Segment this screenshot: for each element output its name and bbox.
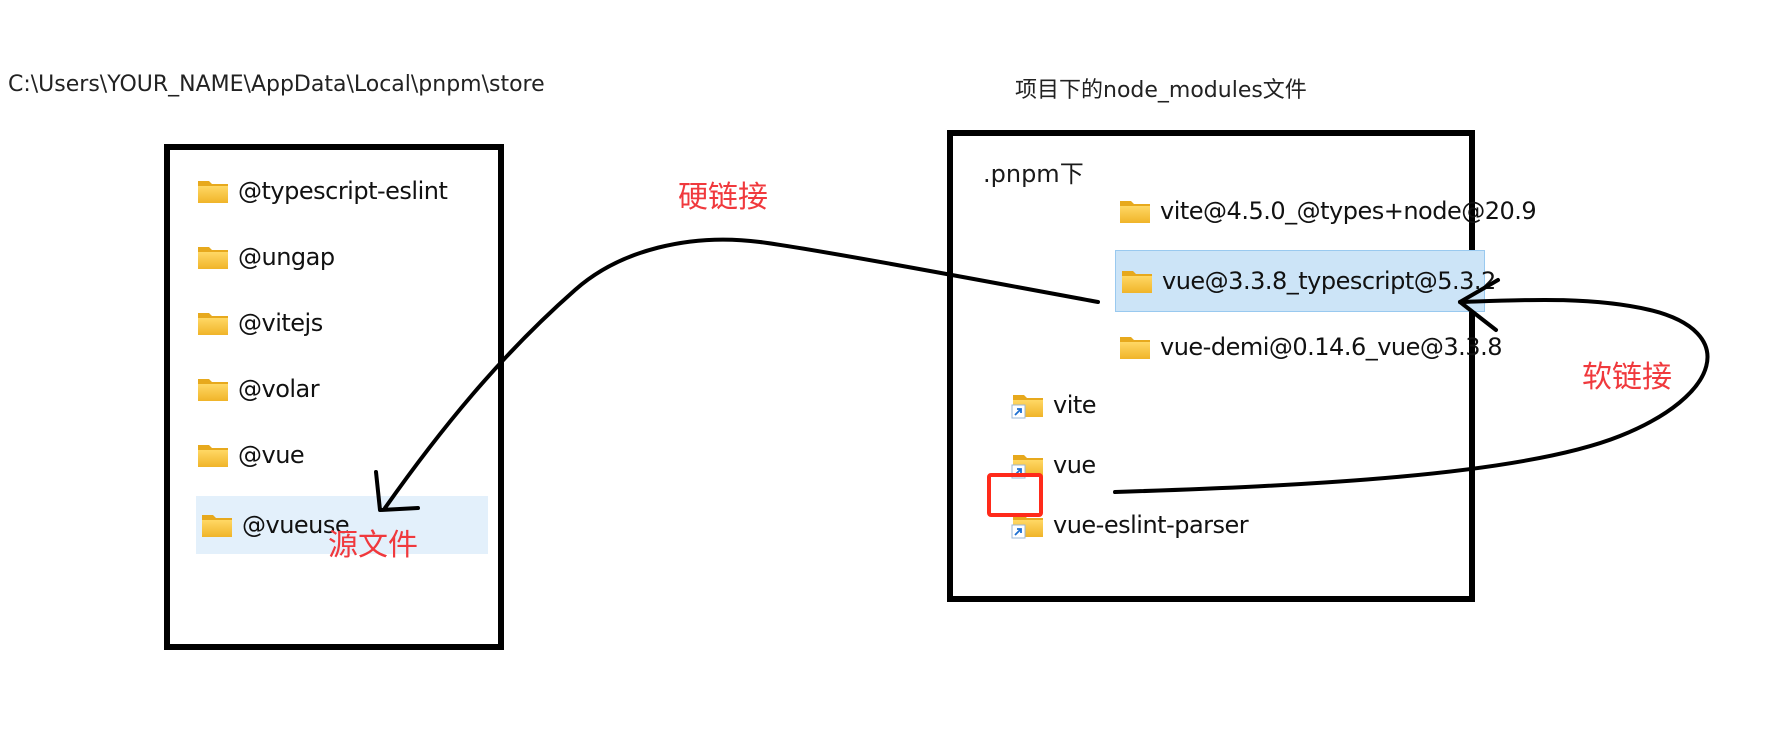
- soft-link-arrowhead: [1458, 278, 1500, 332]
- link-item-label: vue-eslint-parser: [1053, 511, 1249, 539]
- link-item-label: vue: [1053, 451, 1096, 479]
- source-file-label: 源文件: [328, 528, 418, 563]
- store-item-ungap[interactable]: @ungap: [196, 242, 335, 272]
- store-item-label: @ungap: [238, 243, 335, 271]
- hard-link-arrowhead: [374, 470, 420, 512]
- store-item-vitejs[interactable]: @vitejs: [196, 308, 323, 338]
- store-item-label: @typescript-eslint: [238, 177, 448, 205]
- node-modules-caption: 项目下的node_modules文件: [1015, 78, 1307, 103]
- highlight-box: [987, 473, 1043, 517]
- store-path-caption: C:\Users\YOUR_NAME\AppData\Local\pnpm\st…: [8, 72, 545, 97]
- soft-link-label: 软链接: [1582, 360, 1672, 395]
- store-item-label: @volar: [238, 375, 320, 403]
- store-item-vueuse[interactable]: @vueuse: [196, 496, 488, 554]
- pnpm-item-vue-demi[interactable]: vue-demi@0.14.6_vue@3.3.8: [1118, 332, 1502, 362]
- hard-link-arrow: [383, 237, 1100, 510]
- pnpm-item-label: vue@3.3.8_typescript@5.3.2: [1162, 267, 1496, 295]
- store-item-vue[interactable]: @vue: [196, 440, 305, 470]
- pnpm-item-vite[interactable]: vite@4.5.0_@types+node@20.9: [1118, 196, 1537, 226]
- link-item-label: vite: [1053, 391, 1097, 419]
- node-modules-panel: .pnpm下 vite@4.5.0_@types+node@20.9 vue@3…: [947, 130, 1537, 602]
- pnpm-item-label: vite@4.5.0_@types+node@20.9: [1160, 197, 1537, 225]
- link-item-vue[interactable]: vue: [1011, 450, 1096, 480]
- soft-link-arrow: [1113, 297, 1710, 494]
- link-item-vue-eslint-parser[interactable]: vue-eslint-parser: [1011, 510, 1249, 540]
- store-item-volar[interactable]: @volar: [196, 374, 320, 404]
- store-item-label: @vueuse: [242, 511, 350, 539]
- store-item-typescript-eslint[interactable]: @typescript-eslint: [196, 176, 448, 206]
- pnpm-item-vue[interactable]: vue@3.3.8_typescript@5.3.2: [1115, 250, 1496, 312]
- store-panel: @typescript-eslint @ungap @vitejs @volar…: [164, 144, 504, 650]
- store-item-label: @vitejs: [238, 309, 323, 337]
- link-item-vite[interactable]: vite: [1011, 390, 1097, 420]
- pnpm-folder-label: .pnpm下: [983, 160, 1084, 188]
- hard-link-label: 硬链接: [678, 180, 768, 215]
- pnpm-item-label: vue-demi@0.14.6_vue@3.3.8: [1160, 333, 1502, 361]
- store-item-label: @vue: [238, 441, 305, 469]
